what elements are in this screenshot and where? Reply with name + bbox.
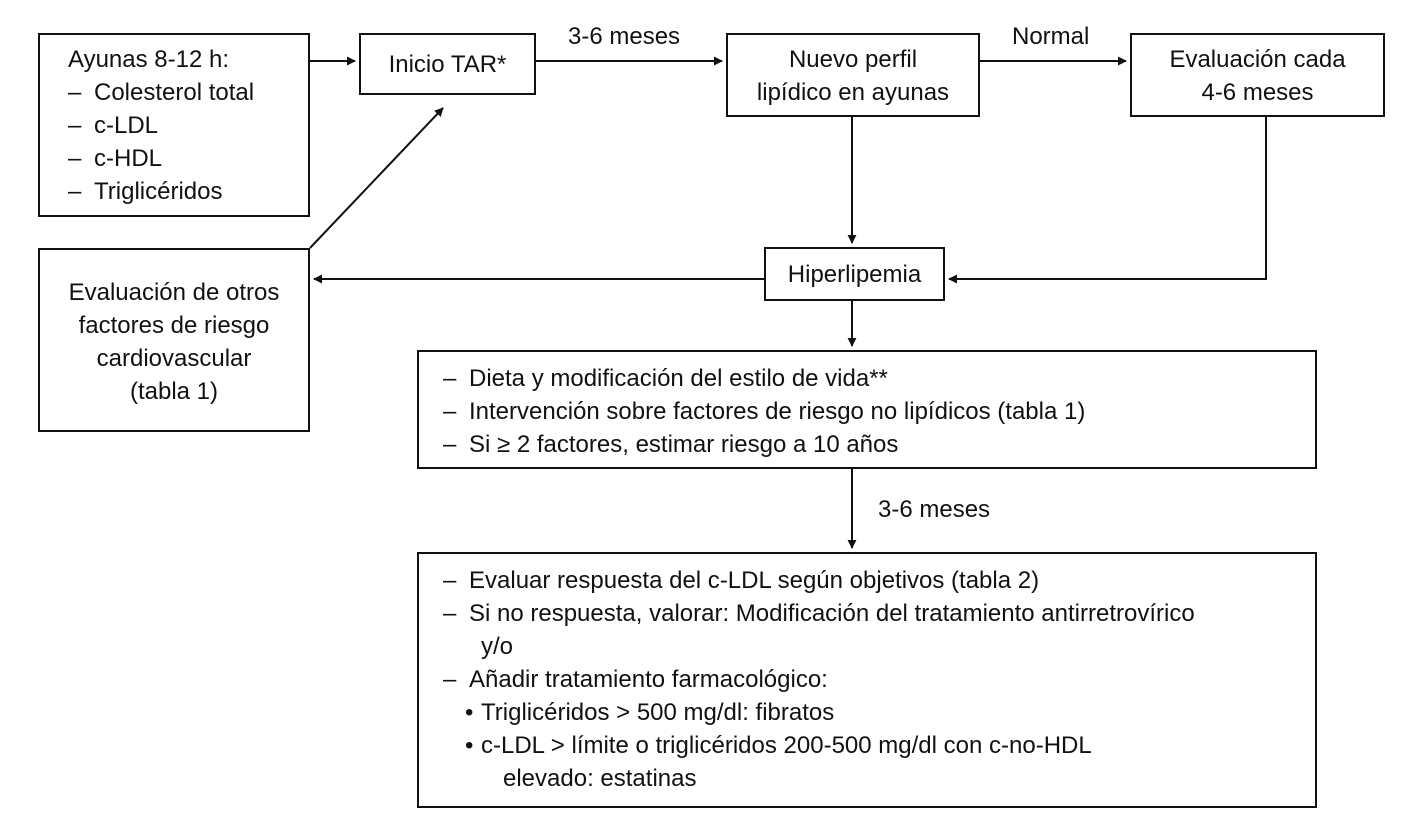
- profile-line: Nuevo perfil: [788, 46, 918, 73]
- fasting-title: Ayunas 8-12 h:: [68, 46, 230, 73]
- tar-label: Inicio TAR*: [388, 50, 507, 78]
- periodic-eval-box: Evaluación cada 4-6 meses: [1130, 33, 1385, 117]
- ldl-item-continued: y/o: [481, 633, 514, 660]
- risk-line: factores de riesgo: [78, 312, 270, 339]
- edge-label-diet-ldl: 3-6 meses: [878, 496, 991, 523]
- ldl-bullet-continued: elevado: estatinas: [503, 765, 697, 792]
- ldl-item: –Añadir tratamiento farmacológico:: [443, 666, 828, 693]
- edge-label-profile-eval: Normal: [1012, 23, 1090, 50]
- diet-item: –Si ≥ 2 factores, estimar riesgo a 10 añ…: [443, 431, 899, 458]
- arrow-risk-to-tar: [309, 107, 444, 249]
- risk-factors-box: Evaluación de otros factores de riesgo c…: [38, 248, 310, 432]
- diet-item: –Dieta y modificación del estilo de vida…: [443, 365, 888, 392]
- risk-line: Evaluación de otros: [68, 279, 280, 306]
- risk-line: cardiovascular: [96, 345, 252, 372]
- fasting-item: –c-LDL: [68, 112, 159, 139]
- risk-line: (tabla 1): [129, 378, 219, 405]
- fasting-item: –Triglicéridos: [68, 178, 223, 205]
- profile-line: lipídico en ayunas: [756, 79, 950, 106]
- fasting-item: –Colesterol total: [68, 79, 255, 106]
- edge-label-tar-profile: 3-6 meses: [568, 23, 681, 50]
- fasting-lipid-box: Ayunas 8-12 h: –Colesterol total –c-LDL …: [38, 33, 310, 217]
- arrow-eval-to-hyper: [948, 117, 1267, 284]
- ldl-bullet-item: •c-LDL > límite o triglicéridos 200-500 …: [465, 732, 1092, 759]
- eval-line: Evaluación cada: [1169, 46, 1346, 73]
- ldl-item: –Evaluar respuesta del c-LDL según objet…: [443, 567, 1040, 594]
- diet-intervention-box: –Dieta y modificación del estilo de vida…: [417, 350, 1317, 469]
- fasting-item: –c-HDL: [68, 145, 163, 172]
- ldl-evaluation-box: –Evaluar respuesta del c-LDL según objet…: [417, 552, 1317, 808]
- tar-start-box: Inicio TAR*: [359, 33, 536, 95]
- ldl-bullet-item: •Triglicéridos > 500 mg/dl: fibratos: [465, 699, 835, 726]
- diet-item: –Intervención sobre factores de riesgo n…: [443, 398, 1086, 425]
- hyper-label: Hiperlipemia: [787, 260, 922, 288]
- lipid-profile-box: Nuevo perfil lipídico en ayunas: [726, 33, 980, 117]
- ldl-item: –Si no respuesta, valorar: Modificación …: [443, 600, 1195, 627]
- hyperlipidemia-box: Hiperlipemia: [764, 247, 945, 301]
- eval-line: 4-6 meses: [1201, 79, 1314, 106]
